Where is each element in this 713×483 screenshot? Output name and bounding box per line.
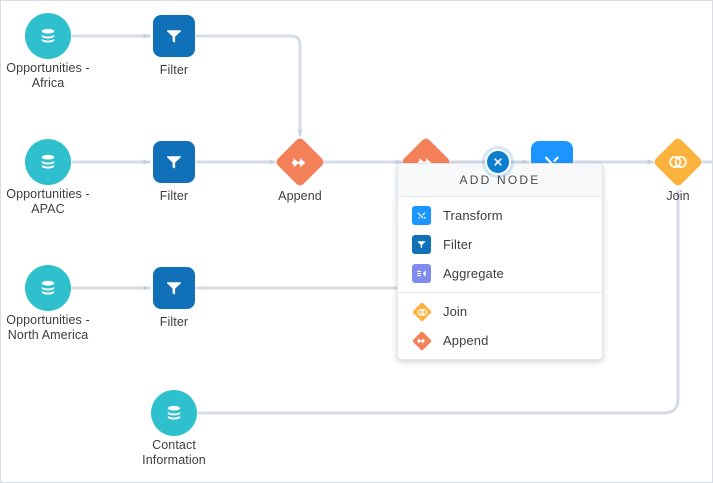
node-dataset-opportunities-apac[interactable] [25,139,71,185]
add-node-menu-group-combiners: Join Append [398,292,602,359]
node-filter-2[interactable] [151,139,197,185]
node-filter-3[interactable] [151,265,197,311]
menu-item-transform[interactable]: Transform [398,201,602,230]
node-label-filter-2: Filter [159,189,189,203]
dataset-shape [25,265,71,311]
node-label-dataset-contact-information: Contact Information [142,438,206,467]
database-icon [38,152,58,172]
menu-item-label: Filter [443,237,473,252]
node-dataset-opportunities-africa[interactable] [25,13,71,59]
menu-item-join[interactable]: Join [398,297,602,326]
dataset-shape [25,139,71,185]
menu-item-label: Aggregate [443,266,504,281]
close-popup-button[interactable] [485,149,511,175]
add-node-menu-group-transforms: Transform Filter [398,197,602,292]
aggregate-icon [412,264,431,283]
node-join-1[interactable] [652,136,704,188]
node-dataset-opportunities-north-america[interactable] [25,265,71,311]
database-icon [38,26,58,46]
node-append-1[interactable] [274,136,326,188]
node-label-dataset-north-america: Opportunities - North America [6,313,90,342]
funnel-icon [164,26,184,46]
node-label-dataset-apac: Opportunities - APAC [6,187,90,216]
node-label-dataset-africa: Opportunities - Africa [6,61,90,90]
join-shape [652,136,704,188]
dataset-shape [25,13,71,59]
menu-item-append[interactable]: Append [398,326,602,355]
database-icon [164,403,184,423]
database-icon [38,278,58,298]
node-label-filter-1: Filter [159,63,189,77]
funnel-icon [164,152,184,172]
dataset-shape [151,390,197,436]
menu-item-label: Append [443,333,489,348]
node-label-join-1: Join [666,189,690,203]
filter-shape [153,141,195,183]
funnel-icon [412,235,431,254]
close-icon [493,157,503,167]
filter-shape [153,15,195,57]
node-label-append-1: Append [278,189,322,203]
append-arrows-icon [411,330,432,351]
menu-item-label: Join [443,304,468,319]
join-circles-icon [411,301,432,322]
menu-item-aggregate[interactable]: Aggregate [398,259,602,288]
append-arrows-icon [292,154,309,171]
funnel-icon [164,278,184,298]
append-shape [274,136,326,188]
node-label-filter-3: Filter [159,315,189,329]
node-filter-1[interactable] [151,13,197,59]
filter-shape [153,267,195,309]
node-dataset-contact-information[interactable] [151,390,197,436]
menu-item-filter[interactable]: Filter [398,230,602,259]
add-node-popup: ADD NODE Transform [397,163,603,360]
menu-item-label: Transform [443,208,503,223]
transform-icon [412,206,431,225]
join-circles-icon [668,154,688,170]
